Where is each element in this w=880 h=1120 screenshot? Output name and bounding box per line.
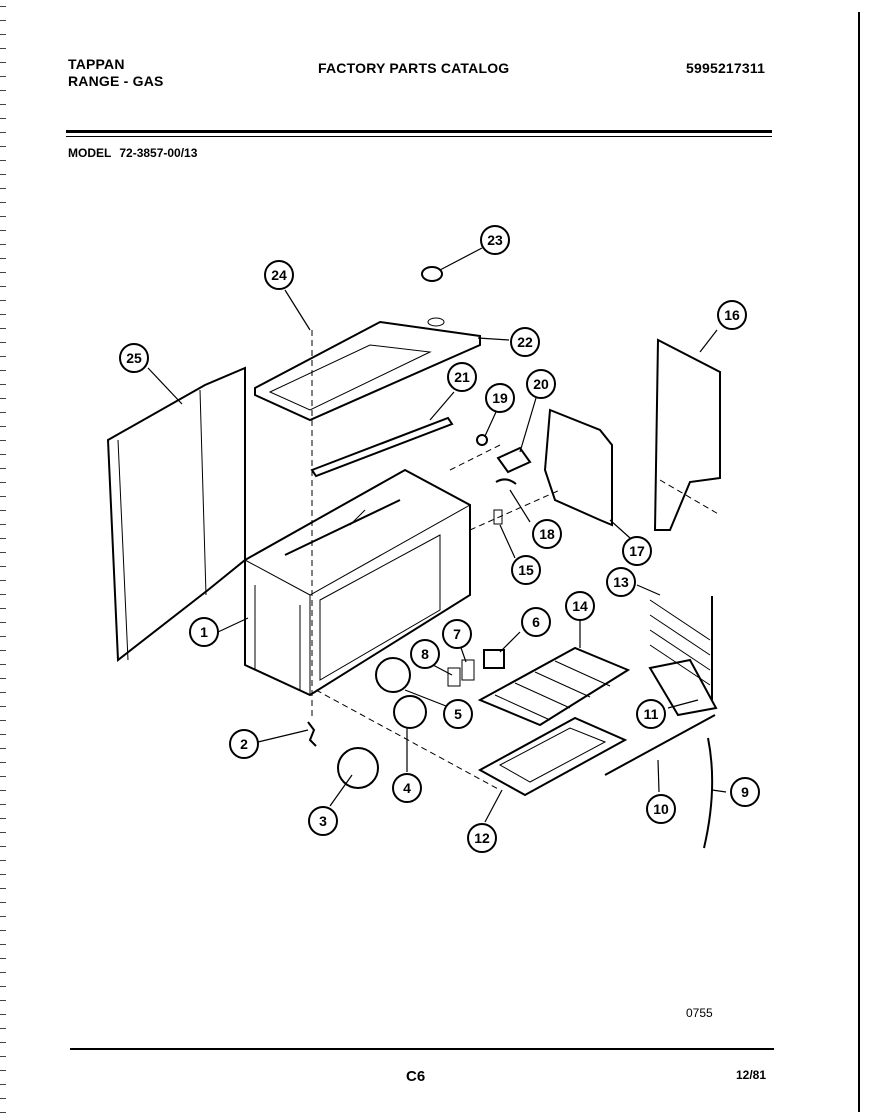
callout-19: 19 [485, 383, 515, 413]
callout-9: 9 [730, 777, 760, 807]
callout-17: 17 [622, 536, 652, 566]
part-12-drawer-pan [477, 716, 628, 797]
callout-1: 1 [189, 617, 219, 647]
header-rule-thick [66, 130, 772, 133]
svg-text:25: 25 [126, 350, 142, 366]
part-19-grommet [476, 434, 488, 446]
callout-4: 4 [392, 773, 422, 803]
callout-5: 5 [443, 699, 473, 729]
product-type: RANGE - GAS [68, 73, 164, 89]
footer-rule [70, 1048, 774, 1050]
callout-22: 22 [510, 327, 540, 357]
callout-18: 18 [532, 519, 562, 549]
page-border-right [858, 12, 860, 1112]
svg-text:17: 17 [629, 543, 645, 559]
callout-11: 11 [636, 699, 666, 729]
catalog-title: FACTORY PARTS CATALOG [318, 60, 510, 76]
header-rule-thin [66, 136, 772, 137]
part-4-valve-knob [393, 695, 427, 729]
part-15-terminal [493, 509, 503, 525]
svg-text:23: 23 [487, 232, 503, 248]
model-number: 72-3857-00/13 [119, 146, 198, 160]
svg-text:22: 22 [517, 334, 533, 350]
part-16-back-guard [653, 338, 721, 531]
svg-text:1: 1 [200, 624, 208, 640]
part-1-range-body [244, 468, 471, 697]
callout-7: 7 [442, 619, 472, 649]
svg-text:11: 11 [644, 706, 659, 722]
callout-10: 10 [646, 794, 676, 824]
part-5-orifice-ring [375, 657, 411, 693]
scan-edge [0, 0, 6, 1120]
part-3-knob [337, 747, 379, 789]
part-14-broiler-grid [477, 646, 631, 727]
callout-3: 3 [308, 806, 338, 836]
svg-text:20: 20 [533, 376, 549, 392]
svg-text:7: 7 [453, 626, 461, 642]
page-number: C6 [406, 1068, 426, 1085]
page-date: 12/81 [736, 1068, 767, 1082]
svg-text:14: 14 [572, 598, 588, 614]
callout-6: 6 [521, 607, 551, 637]
callout-2: 2 [229, 729, 259, 759]
callout-13: 13 [606, 567, 636, 597]
callout-23: 23 [480, 225, 510, 255]
part-9-side-trim [703, 737, 714, 849]
part-10-kick-strip [604, 714, 716, 776]
callout-14: 14 [565, 591, 595, 621]
part-22-top-panel [254, 317, 481, 422]
svg-text:21: 21 [454, 369, 470, 385]
catalog-number: 5995217311 [686, 60, 766, 76]
callout-25: 25 [119, 343, 149, 373]
svg-text:13: 13 [613, 574, 629, 590]
model-label: MODEL [68, 146, 112, 160]
model-line: MODEL 72-3857-00/13 [68, 146, 205, 160]
svg-text:9: 9 [741, 784, 749, 800]
part-7-bracket [461, 659, 475, 681]
callout-16: 16 [717, 300, 747, 330]
svg-text:18: 18 [539, 526, 555, 542]
callout-8: 8 [410, 639, 440, 669]
svg-text:3: 3 [319, 813, 327, 829]
part-8-bracket [447, 667, 461, 687]
svg-text:5: 5 [454, 706, 462, 722]
header-brand-block: TAPPAN RANGE - GAS [68, 56, 164, 90]
svg-text:24: 24 [271, 267, 287, 283]
svg-text:12: 12 [474, 830, 490, 846]
part-18-clip [495, 478, 517, 485]
part-23-cap [421, 266, 443, 282]
callout-15: 15 [511, 555, 541, 585]
svg-text:10: 10 [653, 801, 669, 817]
callout-21: 21 [447, 362, 477, 392]
callout-12: 12 [467, 823, 497, 853]
callout-20: 20 [526, 369, 556, 399]
svg-text:15: 15 [518, 562, 534, 578]
figure-code: 0755 [686, 1006, 713, 1020]
svg-text:4: 4 [403, 780, 411, 796]
brand-name: TAPPAN [68, 56, 125, 72]
part-21-trim-strip [310, 416, 454, 478]
svg-text:2: 2 [240, 736, 248, 752]
callout-leaders [147, 247, 727, 823]
svg-text:16: 16 [724, 307, 740, 323]
part-17-rear-panel [543, 408, 613, 527]
svg-text:19: 19 [492, 390, 508, 406]
part-25-side-panel [106, 366, 246, 662]
part-11-shelf [648, 658, 718, 717]
part-20-bracket [496, 446, 532, 474]
svg-text:8: 8 [421, 646, 429, 662]
part-2-hinge [307, 721, 317, 747]
callout-24: 24 [264, 260, 294, 290]
part-6-plate [483, 649, 505, 669]
svg-text:6: 6 [532, 614, 540, 630]
